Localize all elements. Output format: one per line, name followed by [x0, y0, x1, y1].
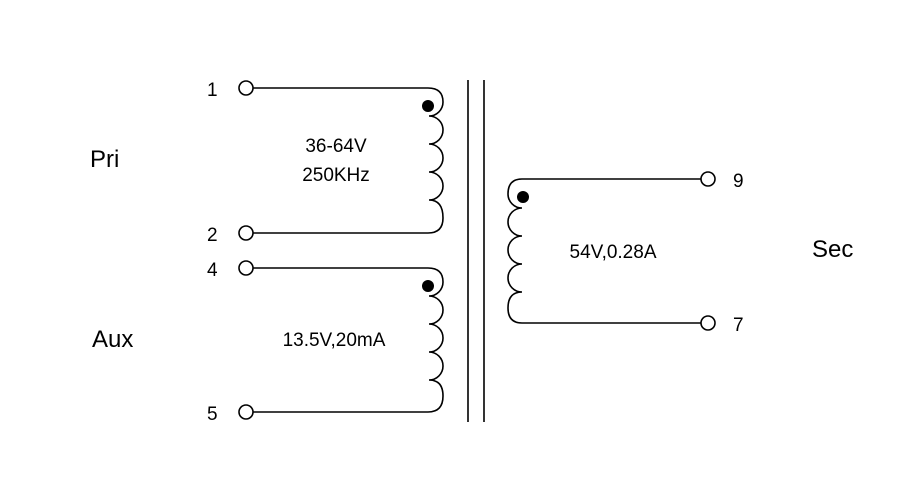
secondary-winding-label: Sec — [812, 236, 853, 263]
pin-5-terminal — [238, 404, 254, 420]
secondary-coil — [507, 178, 701, 324]
auxiliary-coil — [253, 267, 444, 413]
primary-frequency-label: 250KHz — [302, 165, 370, 186]
auxiliary-polarity-dot — [422, 280, 434, 292]
primary-polarity-dot — [422, 100, 434, 112]
primary-voltage-label: 36-64V — [305, 136, 367, 157]
secondary-rating-label: 54V,0.28A — [570, 242, 657, 263]
pin-7-label: 7 — [733, 315, 744, 336]
pin-9-terminal — [700, 171, 716, 187]
primary-winding-label: Pri — [90, 146, 119, 173]
primary-coil — [253, 87, 444, 234]
pin-1-terminal — [238, 80, 254, 96]
pin-7-terminal — [700, 315, 716, 331]
auxiliary-winding-label: Aux — [92, 326, 133, 353]
auxiliary-winding — [238, 260, 444, 420]
pin-4-terminal — [238, 260, 254, 276]
pin-9-label: 9 — [733, 171, 744, 192]
pin-4-label: 4 — [207, 260, 218, 281]
secondary-polarity-dot — [517, 191, 529, 203]
pin-5-label: 5 — [207, 404, 218, 425]
primary-winding — [238, 80, 444, 241]
pin-2-label: 2 — [207, 225, 218, 246]
pin-2-terminal — [238, 225, 254, 241]
secondary-winding — [507, 171, 716, 331]
pin-1-label: 1 — [207, 80, 218, 101]
auxiliary-rating-label: 13.5V,20mA — [283, 330, 386, 351]
